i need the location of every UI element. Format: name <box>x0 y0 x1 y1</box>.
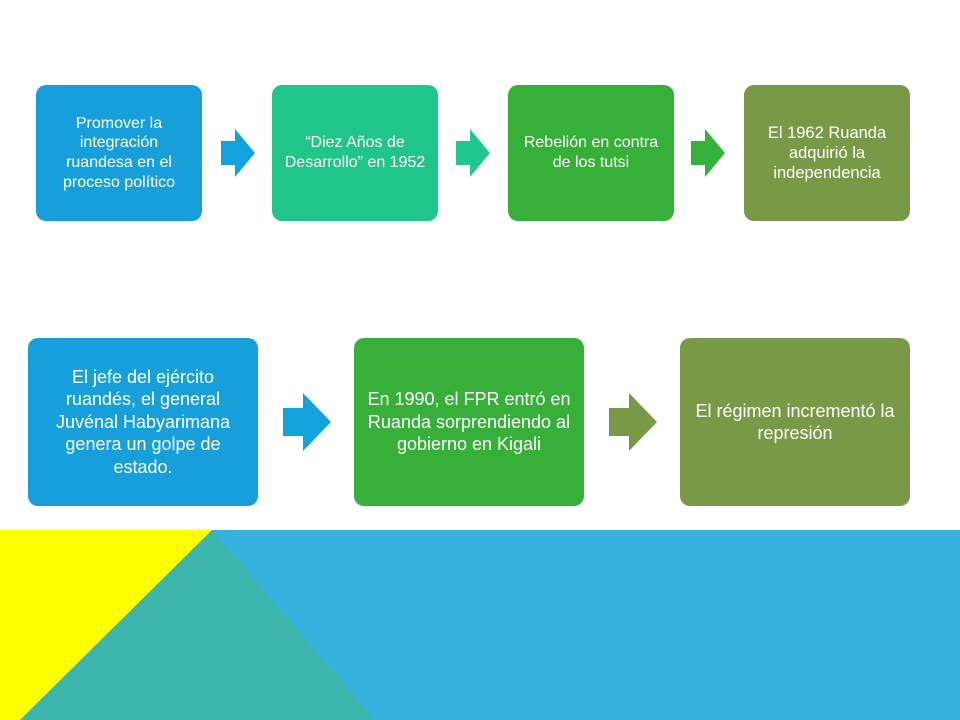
step-box-6: En 1990, el FPR entró en Ruanda sorprend… <box>354 338 584 506</box>
arrow-right-icon <box>609 393 657 451</box>
arrow-right-icon <box>691 129 725 177</box>
step-box-6-text: En 1990, el FPR entró en Ruanda sorprend… <box>367 389 571 455</box>
step-box-7: El régimen incrementó la represión <box>680 338 910 506</box>
step-box-5: El jefe del ejército ruandés, el general… <box>28 338 258 506</box>
step-box-7-text: El régimen incrementó la represión <box>695 400 895 444</box>
step-box-1-text: Promover la integración ruandesa en el p… <box>62 114 176 191</box>
decorative-bottom-band <box>0 530 960 720</box>
step-box-1: Promover la integración ruandesa en el p… <box>36 85 202 221</box>
band-yellow-shape <box>0 530 212 720</box>
arrow-right-icon <box>283 393 331 451</box>
step-box-4-text: El 1962 Ruanda adquirió la independencia <box>767 123 887 183</box>
step-box-2-text: “Diez Años de Desarrollo” en 1952 <box>284 134 426 171</box>
step-box-3-text: Rebelión en contra de los tutsi <box>523 134 659 171</box>
step-box-3: Rebelión en contra de los tutsi <box>508 85 674 221</box>
arrow-right-icon <box>456 129 490 177</box>
step-box-2: “Diez Años de Desarrollo” en 1952 <box>272 85 438 221</box>
step-box-5-text: El jefe del ejército ruandés, el general… <box>55 366 231 477</box>
step-box-4: El 1962 Ruanda adquirió la independencia <box>744 85 910 221</box>
arrow-right-icon <box>221 129 255 177</box>
